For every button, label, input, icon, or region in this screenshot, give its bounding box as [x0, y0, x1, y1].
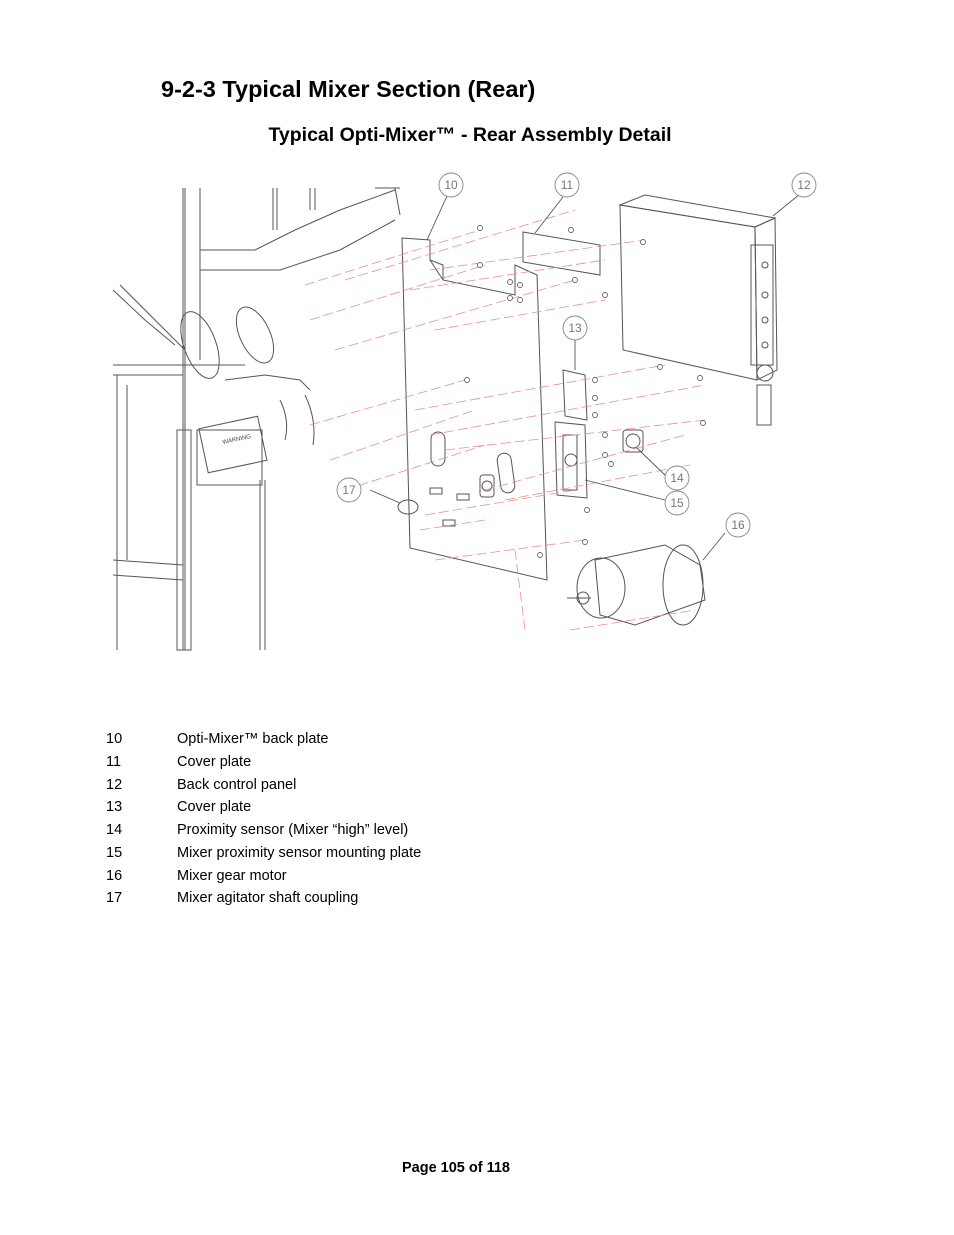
cover-plate-11 [522, 231, 601, 276]
part-row: 12 Back control panel [106, 774, 421, 797]
page-footer: Page 105 of 118 [401, 1160, 510, 1176]
cover-plate-13 [562, 369, 588, 421]
part-row: 15 Mixer proximity sensor mounting plate [106, 842, 421, 865]
back-plate-10 [401, 237, 548, 581]
part-description: Cover plate [177, 753, 252, 770]
shaft-coupling-17 [397, 474, 495, 527]
proximity-sensor-14 [622, 429, 644, 453]
part-row: 13 Cover plate [106, 796, 421, 819]
part-description: Back control panel [177, 776, 297, 793]
gear-motor-16 [567, 544, 706, 626]
svg-text:16: 16 [731, 518, 745, 532]
assembly-drawing: WARNING [105, 170, 825, 660]
part-description: Mixer agitator shaft coupling [177, 890, 359, 907]
svg-text:13: 13 [568, 321, 582, 335]
part-number: 10 [106, 731, 123, 747]
part-number: 15 [106, 844, 123, 861]
exploded-view-svg: WARNING [112, 172, 817, 651]
part-description: Mixer gear motor [177, 867, 287, 884]
svg-text:14: 14 [670, 471, 684, 485]
part-number: 17 [106, 890, 123, 907]
leader-lines [369, 193, 801, 561]
part-row: 11 Cover plate [106, 751, 421, 774]
warning-label: WARNING [222, 434, 252, 446]
part-number: 16 [106, 867, 123, 884]
svg-text:15: 15 [670, 496, 684, 510]
section-title: 9-2-3 Typical Mixer Section (Rear) [161, 76, 536, 102]
callout-12: 12 [791, 172, 817, 198]
callout-14: 14 [664, 465, 690, 491]
svg-text:10: 10 [444, 178, 458, 192]
figure-title: Typical Opti-Mixer™ - Rear Assembly Deta… [268, 124, 672, 146]
part-description: Proximity sensor (Mixer “high” level) [177, 822, 409, 838]
callout-10: 10 [438, 172, 464, 198]
callout-15: 15 [664, 490, 690, 516]
part-number: 14 [106, 822, 123, 838]
callout-17: 17 [336, 477, 362, 503]
part-row: 14 Proximity sensor (Mixer “high” level) [106, 819, 421, 842]
part-description: Cover plate [177, 799, 252, 816]
callout-13: 13 [562, 315, 588, 341]
svg-text:17: 17 [342, 483, 356, 497]
svg-text:12: 12 [797, 178, 811, 192]
part-description: Opti-Mixer™ back plate [177, 731, 329, 747]
part-description: Mixer proximity sensor mounting plate [177, 844, 422, 861]
part-row: 16 Mixer gear motor [106, 865, 421, 888]
fastener-holes [464, 225, 706, 558]
sensor-mounting-plate-15 [554, 421, 588, 499]
machine-frame [112, 187, 401, 651]
part-row: 17 Mixer agitator shaft coupling [106, 887, 421, 910]
assembly-centerlines [304, 209, 706, 631]
callout-16: 16 [725, 512, 751, 538]
svg-text:11: 11 [561, 178, 574, 192]
part-number: 11 [106, 753, 122, 770]
part-row: 10 Opti-Mixer™ back plate [106, 728, 421, 751]
control-panel-12 [618, 194, 778, 426]
part-number: 12 [106, 776, 123, 793]
part-number: 13 [106, 799, 123, 816]
callout-11: 11 [554, 172, 580, 198]
